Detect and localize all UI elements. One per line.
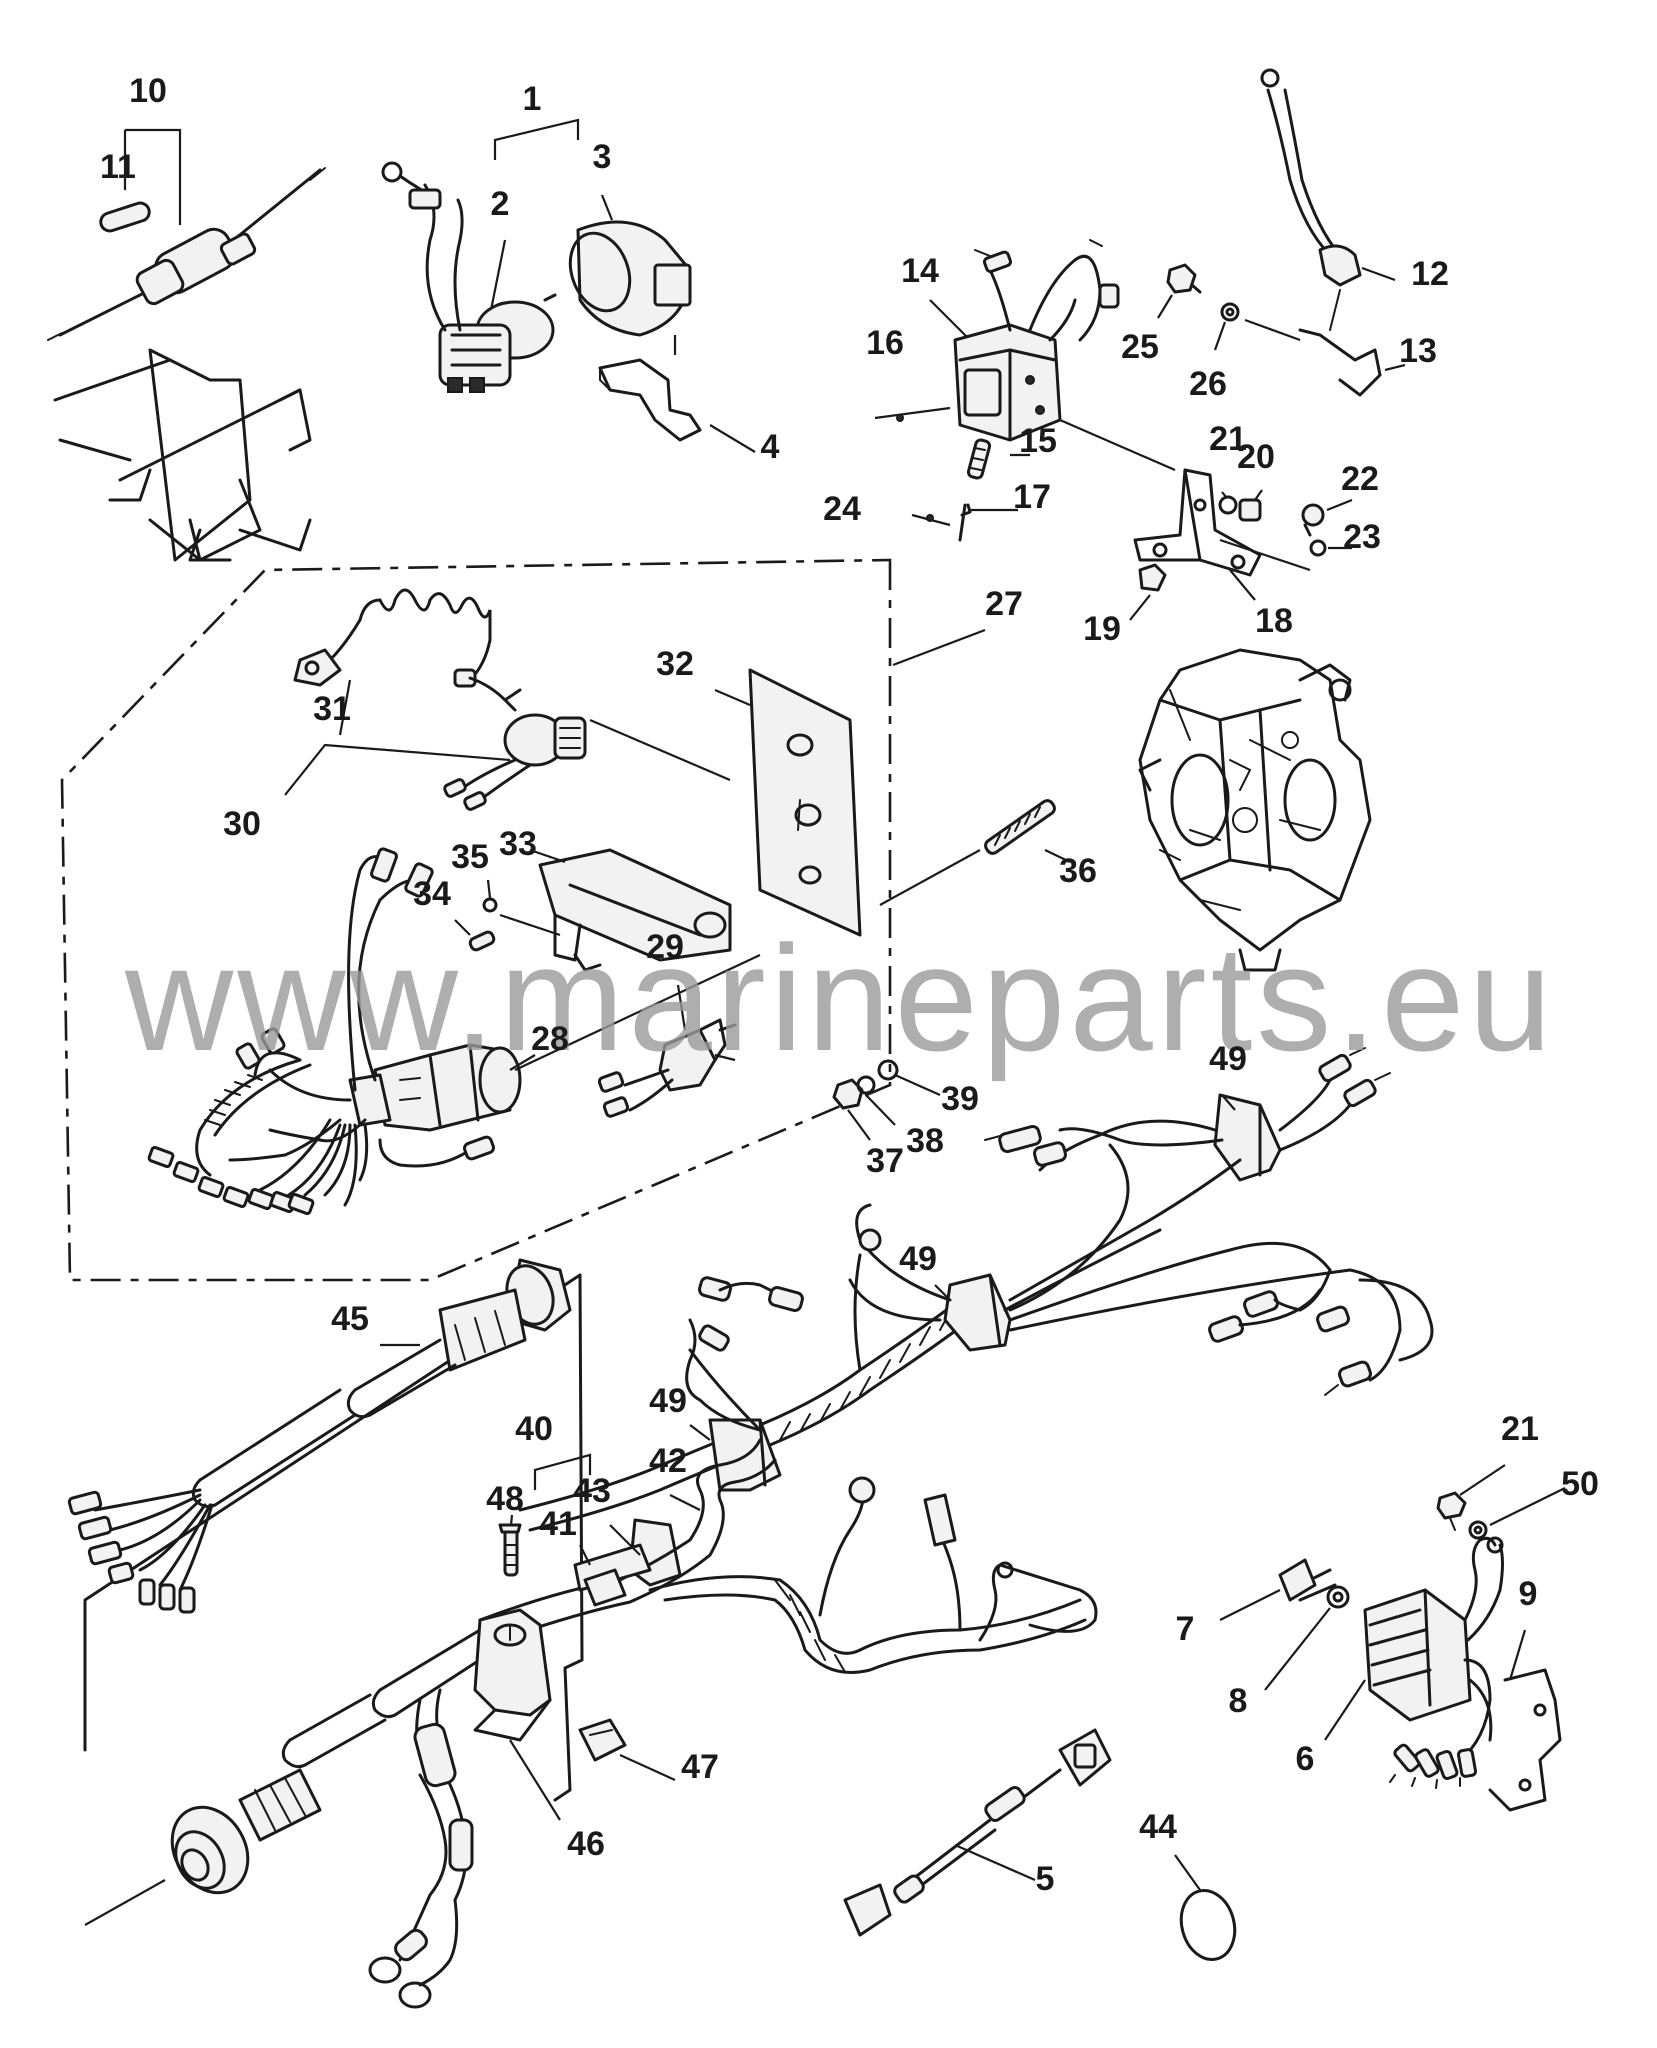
fuse-holder-assembly — [47, 128, 326, 562]
sensor-lead — [843, 1728, 1112, 1937]
cable-45 — [67, 1258, 584, 1802]
lanyard-stop-switch — [284, 588, 731, 811]
rectifier-assembly — [1219, 1464, 1566, 1812]
callout-29: 29 — [646, 928, 684, 966]
callout-28: 28 — [531, 1020, 569, 1058]
callout-4: 4 — [761, 428, 780, 466]
callout-33: 33 — [499, 825, 537, 863]
mounting-plate — [714, 668, 862, 937]
callout-27: 27 — [985, 585, 1023, 623]
callout-30: 30 — [223, 805, 261, 843]
callout-43: 43 — [573, 1472, 611, 1510]
callout-39: 39 — [941, 1080, 979, 1118]
callout-20: 20 — [1237, 438, 1275, 476]
panel-kit-boundary — [60, 558, 892, 1282]
callout-35: 35 — [451, 838, 489, 876]
callout-49: 49 — [899, 1240, 937, 1278]
callout-13: 13 — [1399, 332, 1437, 370]
callout-40: 40 — [515, 1410, 553, 1448]
callout-49: 49 — [1209, 1040, 1247, 1078]
callout-38: 38 — [906, 1122, 944, 1160]
callout-26: 26 — [1189, 365, 1227, 403]
ground-wire-bracket — [1260, 68, 1406, 397]
small-switch — [597, 984, 737, 1118]
callout-17: 17 — [1013, 478, 1051, 516]
callout-11: 11 — [100, 148, 136, 186]
callout-22: 22 — [1341, 460, 1379, 498]
callout-44: 44 — [1139, 1808, 1177, 1846]
callout-6: 6 — [1296, 1740, 1315, 1778]
switch-bracket — [454, 848, 732, 972]
callout-24: 24 — [823, 490, 861, 528]
callout-41: 41 — [539, 1505, 577, 1543]
ignition-switch-harness — [147, 847, 761, 1215]
callout-25: 25 — [1121, 328, 1159, 366]
callout-21: 21 — [1209, 420, 1247, 458]
callout-48: 48 — [486, 1480, 524, 1518]
callout-23: 23 — [1343, 518, 1381, 556]
wiring-harness — [518, 1047, 1434, 1587]
callout-49: 49 — [649, 1382, 687, 1420]
callout-34: 34 — [413, 875, 451, 913]
callout-16: 16 — [866, 324, 904, 362]
lower-harness — [84, 1438, 1098, 2009]
callout-10: 10 — [129, 72, 167, 110]
starter-solenoid-assembly — [381, 118, 756, 453]
callout-3: 3 — [593, 138, 612, 176]
callout-9: 9 — [1519, 1575, 1538, 1613]
callout-labels: 1234567891011121314151617181920212223242… — [100, 72, 1599, 1898]
callout-46: 46 — [567, 1825, 605, 1863]
callout-42: 42 — [649, 1442, 687, 1480]
nut-washers — [832, 1059, 941, 1141]
callout-19: 19 — [1083, 610, 1121, 648]
carburetor — [1138, 648, 1372, 972]
callout-5: 5 — [1036, 1860, 1055, 1898]
mounting-bracket — [1129, 263, 1353, 621]
screw-36 — [879, 799, 1071, 906]
callout-14: 14 — [901, 252, 939, 290]
relay-module — [874, 239, 1176, 542]
callout-45: 45 — [331, 1300, 369, 1338]
callout-31: 31 — [313, 690, 351, 728]
callout-8: 8 — [1229, 1682, 1248, 1720]
callout-2: 2 — [491, 185, 510, 223]
callout-47: 47 — [681, 1748, 719, 1786]
callout-37: 37 — [866, 1142, 904, 1180]
watermark-text: www.marineparts.eu — [124, 914, 1556, 1082]
callout-21: 21 — [1501, 1410, 1539, 1448]
callout-18: 18 — [1255, 602, 1293, 640]
callout-7: 7 — [1176, 1610, 1195, 1648]
plug-44 — [1174, 1854, 1237, 1961]
callout-50: 50 — [1561, 1465, 1599, 1503]
callout-32: 32 — [656, 645, 694, 683]
callout-36: 36 — [1059, 852, 1097, 890]
callout-12: 12 — [1411, 255, 1449, 293]
callout-15: 15 — [1019, 422, 1057, 460]
callout-1: 1 — [523, 80, 542, 118]
